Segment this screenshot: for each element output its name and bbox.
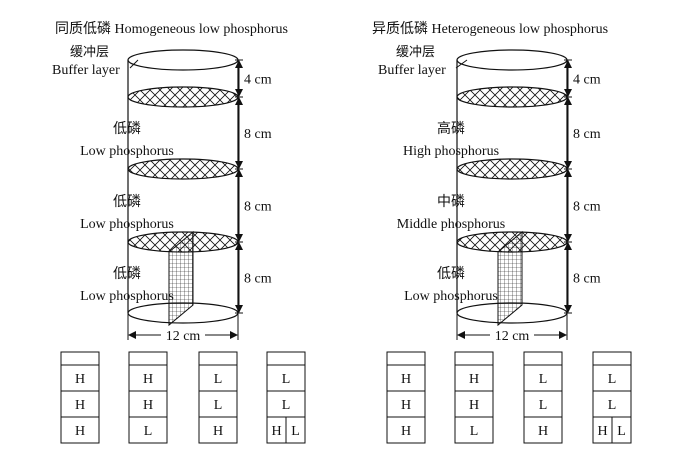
dimension-label-bg [571,126,601,140]
dimension-label-bg [242,198,272,213]
layer-label-en: High phosphorus [403,144,499,159]
mesh-separator [127,158,239,180]
mesh-separator [127,86,239,108]
dimension-label: 4 cm [573,73,601,88]
table-border [198,351,238,444]
table-border [60,351,100,444]
buffer-pointer [455,59,468,69]
dimension-label-bg [242,71,272,86]
buffer-label-cn: 缓冲层 [70,45,109,60]
layer-label-cn: 低磷 [113,194,141,210]
layer-label-en: Low phosphorus [80,289,174,304]
table-cell: H [401,424,411,439]
table-cell: H [401,372,411,387]
panel-1: 同质低磷 Homogeneous low phosphorus 缓冲层 Buffer… [52,21,288,344]
dimension-label: 8 cm [244,200,272,215]
treatment-table: HHH [60,351,100,444]
width-label: 12 cm [166,329,201,344]
table-cell: H [469,398,479,413]
treatment-table: LLH [198,351,238,444]
table-cell: L [214,398,223,413]
table-cell: H [75,372,85,387]
panel-title: 同质低磷 Homogeneous low phosphorus [55,21,288,37]
dimension-label-bg [571,270,601,285]
buffer-label-en: Buffer layer [378,63,446,78]
table-cell: H [213,424,223,439]
panel-2: 异质低磷 Heterogeneous low phosphorus 缓冲层 Buff… [372,21,608,344]
width-label-bg [161,327,205,341]
treatment-table: HHL [454,351,494,444]
table-cell: L [539,398,548,413]
dimension-label: 8 cm [573,272,601,287]
panel-title: 异质低磷 Heterogeneous low phosphorus [372,21,608,37]
table-border [454,351,494,444]
table-cell: H [538,424,548,439]
table-cell: H [597,424,607,439]
layer-label-en: Low phosphorus [80,217,174,232]
dimension-label: 8 cm [244,272,272,287]
table-border [386,351,426,444]
table-cell: H [469,372,479,387]
treatment-table: HHH [386,351,426,444]
table-cell: L [617,424,626,439]
dimension-label: 8 cm [573,127,601,142]
table-cell: L [214,372,223,387]
buffer-label-en: Buffer layer [52,63,120,78]
layer-label-cn: 低磷 [113,266,141,282]
table-cell: H [75,424,85,439]
table-cell: L [282,372,291,387]
table-cell: L [539,372,548,387]
layer-label-en: Low phosphorus [80,144,174,159]
table-cell: L [144,424,153,439]
table-cell: L [282,398,291,413]
cylinder-top [127,49,239,71]
dimension-label: 8 cm [244,127,272,142]
layer-label-cn: 中磷 [437,194,465,210]
table-cell: H [401,398,411,413]
treatment-table: LLH [523,351,563,444]
buffer-pointer [129,59,139,69]
table-cell: H [271,424,281,439]
layer-label-en: Middle phosphorus [397,217,506,232]
dimension-label-bg [242,126,272,140]
width-label: 12 cm [495,329,530,344]
mesh-separator [456,158,568,180]
dimension-label-bg [571,198,601,213]
table-cell: H [75,398,85,413]
table-cell: L [470,424,479,439]
table-cell: H [143,398,153,413]
dimension-label: 4 cm [244,73,272,88]
dimension-label-bg [571,71,601,86]
table-border [523,351,563,444]
dimension-label-bg [242,270,272,285]
layer-label-en: Low phosphorus [404,289,498,304]
mesh-separator [456,86,568,108]
buffer-label-cn: 缓冲层 [396,45,435,60]
divider-sheet [168,230,194,327]
table-cell: H [143,372,153,387]
cylinder-top [456,49,568,71]
layer-label-cn: 低磷 [437,266,465,282]
table-border [128,351,168,444]
table-cell: L [291,424,300,439]
layer-label-cn: 低磷 [113,121,141,137]
treatment-table: HHL [128,351,168,444]
table-cell: L [608,372,617,387]
table-cell: L [608,398,617,413]
dimension-label: 8 cm [573,200,601,215]
width-label-bg [490,327,534,341]
divider-sheet [497,230,523,327]
layer-label-cn: 高磷 [437,120,465,137]
